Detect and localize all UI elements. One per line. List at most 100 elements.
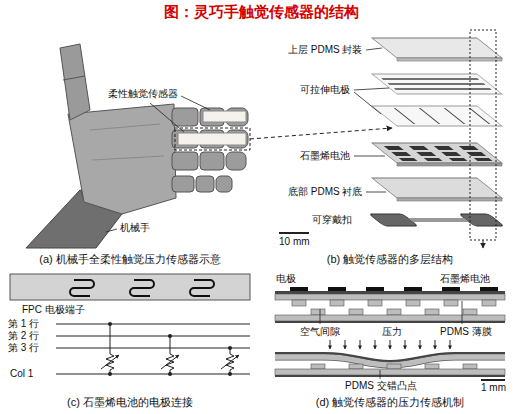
layer-stack: [384, 146, 404, 150]
layer-stack: [449, 158, 468, 161]
layer-label: 石墨烯电池: [300, 150, 350, 162]
layer-stack: [394, 108, 414, 124]
layer-stack: [466, 152, 486, 156]
sensor-strip: [178, 133, 246, 145]
cross-section: [463, 309, 477, 315]
cross-section: [328, 287, 346, 291]
circuit-wire: [110, 324, 111, 354]
layer-stack: [409, 146, 429, 150]
scale-bar: [279, 233, 309, 234]
cross-section: [406, 300, 420, 306]
layer-stack: [395, 88, 491, 90]
layer-stack: [408, 218, 469, 222]
robot-hand: [216, 176, 232, 192]
leader-line: [354, 88, 389, 90]
robot-hand: [172, 176, 194, 192]
part-label: 空气间隙: [300, 326, 340, 338]
leader-line: [320, 301, 462, 379]
resistor-symbol: [161, 355, 179, 369]
part-label: PDMS 交错凸点: [345, 380, 417, 392]
scale-bar: [279, 232, 309, 234]
resistor-symbol: [101, 354, 239, 370]
leader-line: [354, 48, 389, 192]
panel-caption: (b) 触觉传感器的多层结构: [327, 253, 454, 266]
row-label: 第 1 行: [8, 318, 39, 330]
leader-line: [366, 48, 382, 50]
panel-caption: (d) 触觉传感器的压力传感机制: [316, 396, 465, 409]
layer-stack: [372, 74, 502, 94]
part-label: 石墨烯电池: [440, 273, 490, 285]
layer-stack: [469, 108, 489, 124]
robot-hand: [68, 104, 176, 214]
pressed-section: [349, 364, 363, 369]
fpc-terminal: [10, 274, 250, 300]
fpc-terminal: [10, 274, 250, 300]
layer-label: 上层 PDMS 封装: [288, 44, 362, 56]
row-label: 第 3 行: [8, 342, 39, 354]
cross-section: [442, 287, 460, 291]
cross-section: [366, 287, 384, 291]
pressure-arrow: [360, 340, 361, 349]
pressure-arrow: [345, 340, 346, 349]
leader-line: [150, 103, 184, 132]
part-label: 可穿戴扣: [312, 214, 352, 226]
cross-section: [330, 300, 344, 306]
cross-section: [480, 287, 498, 291]
junction-dot: [108, 322, 232, 376]
junction-dot: [228, 346, 232, 350]
part-label: 机械手: [120, 222, 150, 234]
cross-section: [275, 321, 505, 323]
part-label: 电极: [276, 273, 296, 285]
sensor-strip: [203, 111, 246, 122]
cross-section: [275, 287, 505, 323]
layer-stack: [474, 158, 493, 161]
pressure-arrow: [390, 340, 391, 349]
section-marker: [470, 30, 496, 248]
cross-section: [311, 309, 325, 315]
circuit-wire: [170, 336, 171, 354]
cross-section: [290, 287, 308, 291]
dashed-arrow: [250, 128, 392, 139]
junction-dot: [108, 322, 112, 326]
scale-bar: [481, 380, 505, 381]
layer-stack: [369, 38, 504, 226]
leader-line: [181, 96, 210, 110]
scale-label: 1 mm: [481, 382, 506, 394]
cross-section: [275, 315, 505, 321]
pressure-arrow: [450, 340, 451, 349]
section-marker: [483, 240, 484, 248]
pressed-section: [387, 364, 401, 369]
leader-line: [320, 309, 321, 324]
layer-label: 可拉伸电极: [300, 84, 350, 96]
robot-hand: [200, 152, 224, 170]
layer-stack: [391, 152, 411, 156]
pressed-section: [275, 353, 505, 361]
layer-stack: [372, 38, 502, 58]
scale-label: 10 mm: [279, 236, 310, 248]
cross-section: [404, 287, 422, 291]
layer-stack: [372, 38, 502, 58]
layer-stack: [441, 152, 461, 156]
layer-stack: [382, 78, 478, 80]
circuit-wire: [56, 336, 250, 337]
robot-hand: [172, 152, 198, 170]
fpc-terminal: [70, 280, 94, 296]
layer-stack: [372, 178, 502, 198]
pressure-arrow: [405, 340, 406, 349]
junction-dot: [168, 334, 172, 338]
leader-line: [106, 96, 210, 232]
junction-dot: [168, 372, 172, 376]
pressed-section: [275, 353, 505, 377]
pressure-arrow: [330, 340, 331, 349]
pressure-arrow: [330, 340, 450, 349]
leader-line: [380, 370, 381, 379]
pressed-section: [425, 364, 439, 369]
leader-line: [366, 192, 386, 193]
cross-section: [387, 309, 401, 315]
robot-hand: [60, 44, 90, 120]
resistor-symbol: [221, 355, 239, 369]
part-label: 柔性触觉传感器: [108, 88, 178, 100]
leader-line: [462, 301, 463, 324]
